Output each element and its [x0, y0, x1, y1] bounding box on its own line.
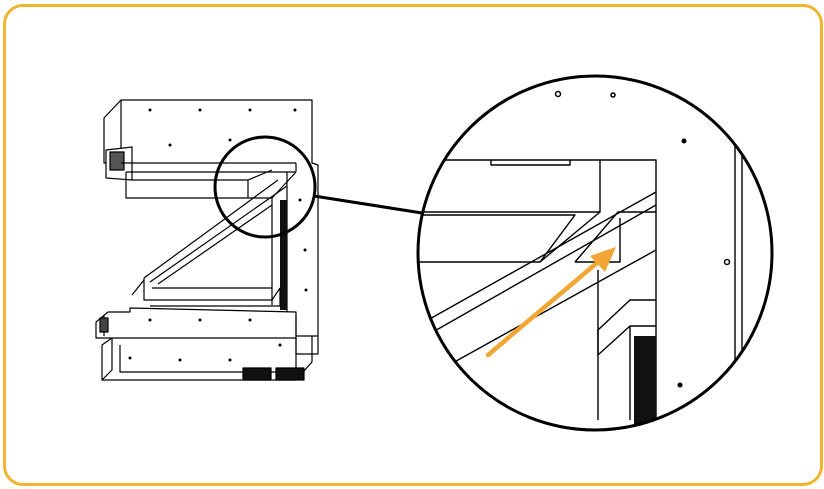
- detail-magnified-view: [418, 76, 772, 430]
- callout-leader-line: [313, 194, 423, 215]
- callout-circle-small: [213, 135, 317, 239]
- cabinet-overview: [95, 99, 319, 381]
- highlight-arrow: [485, 247, 616, 358]
- callout-circle-large: [416, 74, 774, 432]
